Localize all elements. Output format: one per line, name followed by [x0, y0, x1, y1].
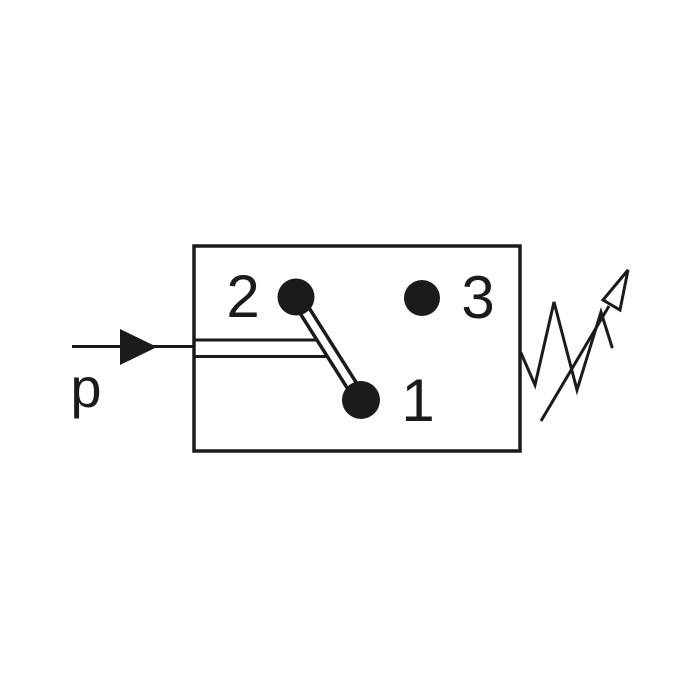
- contact-3-dot: [404, 280, 440, 316]
- contact-2-label: 2: [226, 263, 259, 330]
- contact-1-label: 1: [401, 367, 434, 434]
- pressure-label: p: [70, 356, 101, 419]
- adjustment-arrow-head-icon: [600, 269, 630, 313]
- adjustment-arrow-shaft: [539, 305, 611, 422]
- switch-lever-core: [293, 295, 364, 402]
- flow-direction-arrow-icon: [120, 329, 157, 365]
- ink-fill-layer: 2 3 1 p: [70, 263, 494, 434]
- contact-2-dot: [277, 278, 315, 316]
- ink-stroke-layer: 2 3 1 p: [70, 244, 630, 453]
- contact-1-dot: [342, 381, 380, 419]
- contact-3-label: 3: [461, 264, 494, 331]
